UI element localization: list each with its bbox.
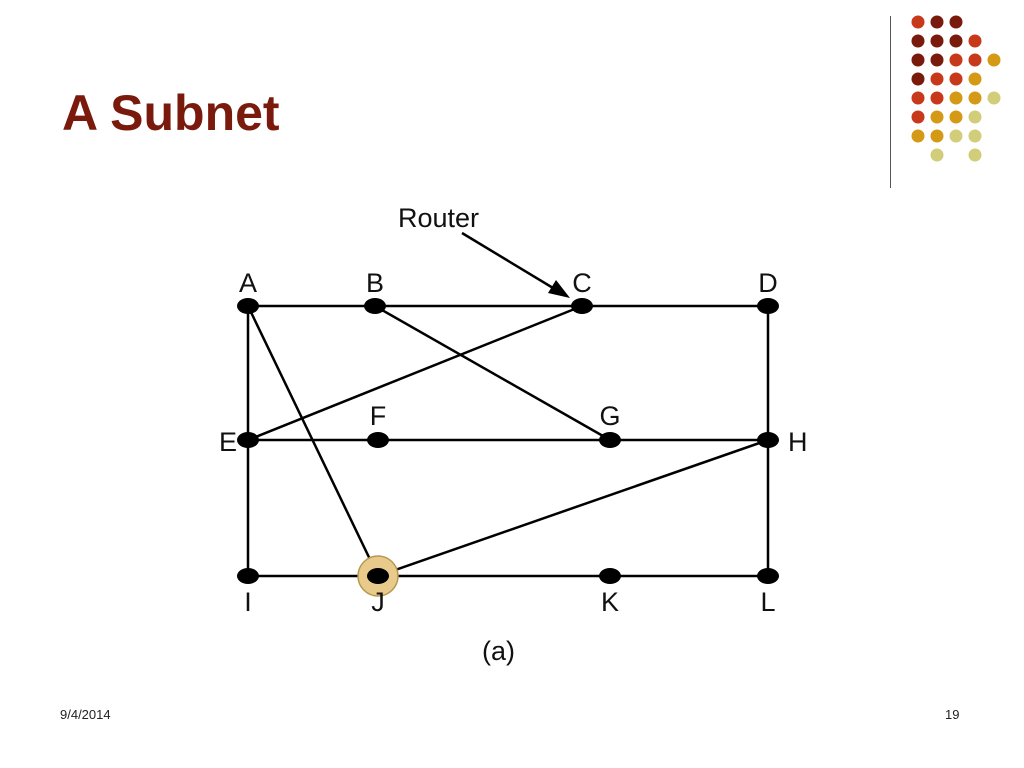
node-label-a: A (239, 268, 257, 298)
node-i (237, 568, 259, 584)
decor-dot (968, 72, 982, 86)
node-label-h: H (788, 427, 808, 457)
router-arrow-head (548, 280, 570, 298)
diagram-caption: (a) (482, 636, 515, 666)
decor-dot (987, 91, 1001, 105)
decor-dot (949, 110, 963, 124)
node-g (599, 432, 621, 448)
node-d (757, 298, 779, 314)
decor-dot (949, 53, 963, 67)
node-l (757, 568, 779, 584)
node-h (757, 432, 779, 448)
node-label-d: D (758, 268, 778, 298)
router-label: Router (398, 203, 479, 233)
decor-dot (968, 34, 982, 48)
node-label-e: E (219, 427, 237, 457)
title-divider (890, 16, 891, 188)
decor-dot (968, 148, 982, 162)
node-label-i: I (244, 587, 252, 617)
decor-dot (949, 34, 963, 48)
labels-layer: A B C D E F G H I J K L (219, 268, 808, 617)
node-f (367, 432, 389, 448)
decor-dot (987, 53, 1001, 67)
node-b (364, 298, 386, 314)
slide-title: A Subnet (62, 85, 280, 141)
footer-date: 9/4/2014 (60, 707, 111, 722)
decor-dot (968, 53, 982, 67)
node-j (367, 568, 389, 584)
decor-dot (911, 34, 925, 48)
node-label-k: K (601, 587, 619, 617)
node-label-b: B (366, 268, 384, 298)
decor-dot (911, 72, 925, 86)
decor-dot (930, 129, 944, 143)
node-label-l: L (760, 587, 775, 617)
node-k (599, 568, 621, 584)
node-e (237, 432, 259, 448)
decor-dot (911, 91, 925, 105)
nodes-layer (237, 298, 779, 597)
node-a (237, 298, 259, 314)
edge-j-h (377, 438, 769, 578)
router-arrow-line (461, 231, 564, 296)
decor-dot (911, 53, 925, 67)
decor-dot (949, 91, 963, 105)
node-label-j: J (371, 587, 385, 617)
decor-dot (911, 110, 925, 124)
decor-dot (930, 110, 944, 124)
footer-page-number: 19 (945, 707, 960, 722)
decor-dot (968, 110, 982, 124)
decor-dot (930, 91, 944, 105)
decor-dot (911, 129, 925, 143)
decor-dot (949, 129, 963, 143)
decor-dot (930, 53, 944, 67)
edges-layer (246, 304, 770, 578)
edge-b-g (374, 304, 611, 442)
edge-a-j (246, 305, 380, 577)
decor-dot (949, 15, 963, 29)
decor-dot (968, 129, 982, 143)
node-label-f: F (370, 401, 387, 431)
node-c (571, 298, 593, 314)
decor-dot (930, 72, 944, 86)
decor-dot (930, 34, 944, 48)
node-label-c: C (572, 268, 592, 298)
decor-dot (930, 148, 944, 162)
decor-dot (968, 91, 982, 105)
dot-grid-icon (911, 15, 1001, 162)
decor-dot (949, 72, 963, 86)
decor-dot (911, 15, 925, 29)
router-arrow (461, 231, 570, 298)
decor-dot (930, 15, 944, 29)
edge-e-c (247, 304, 583, 442)
node-label-g: G (599, 401, 620, 431)
